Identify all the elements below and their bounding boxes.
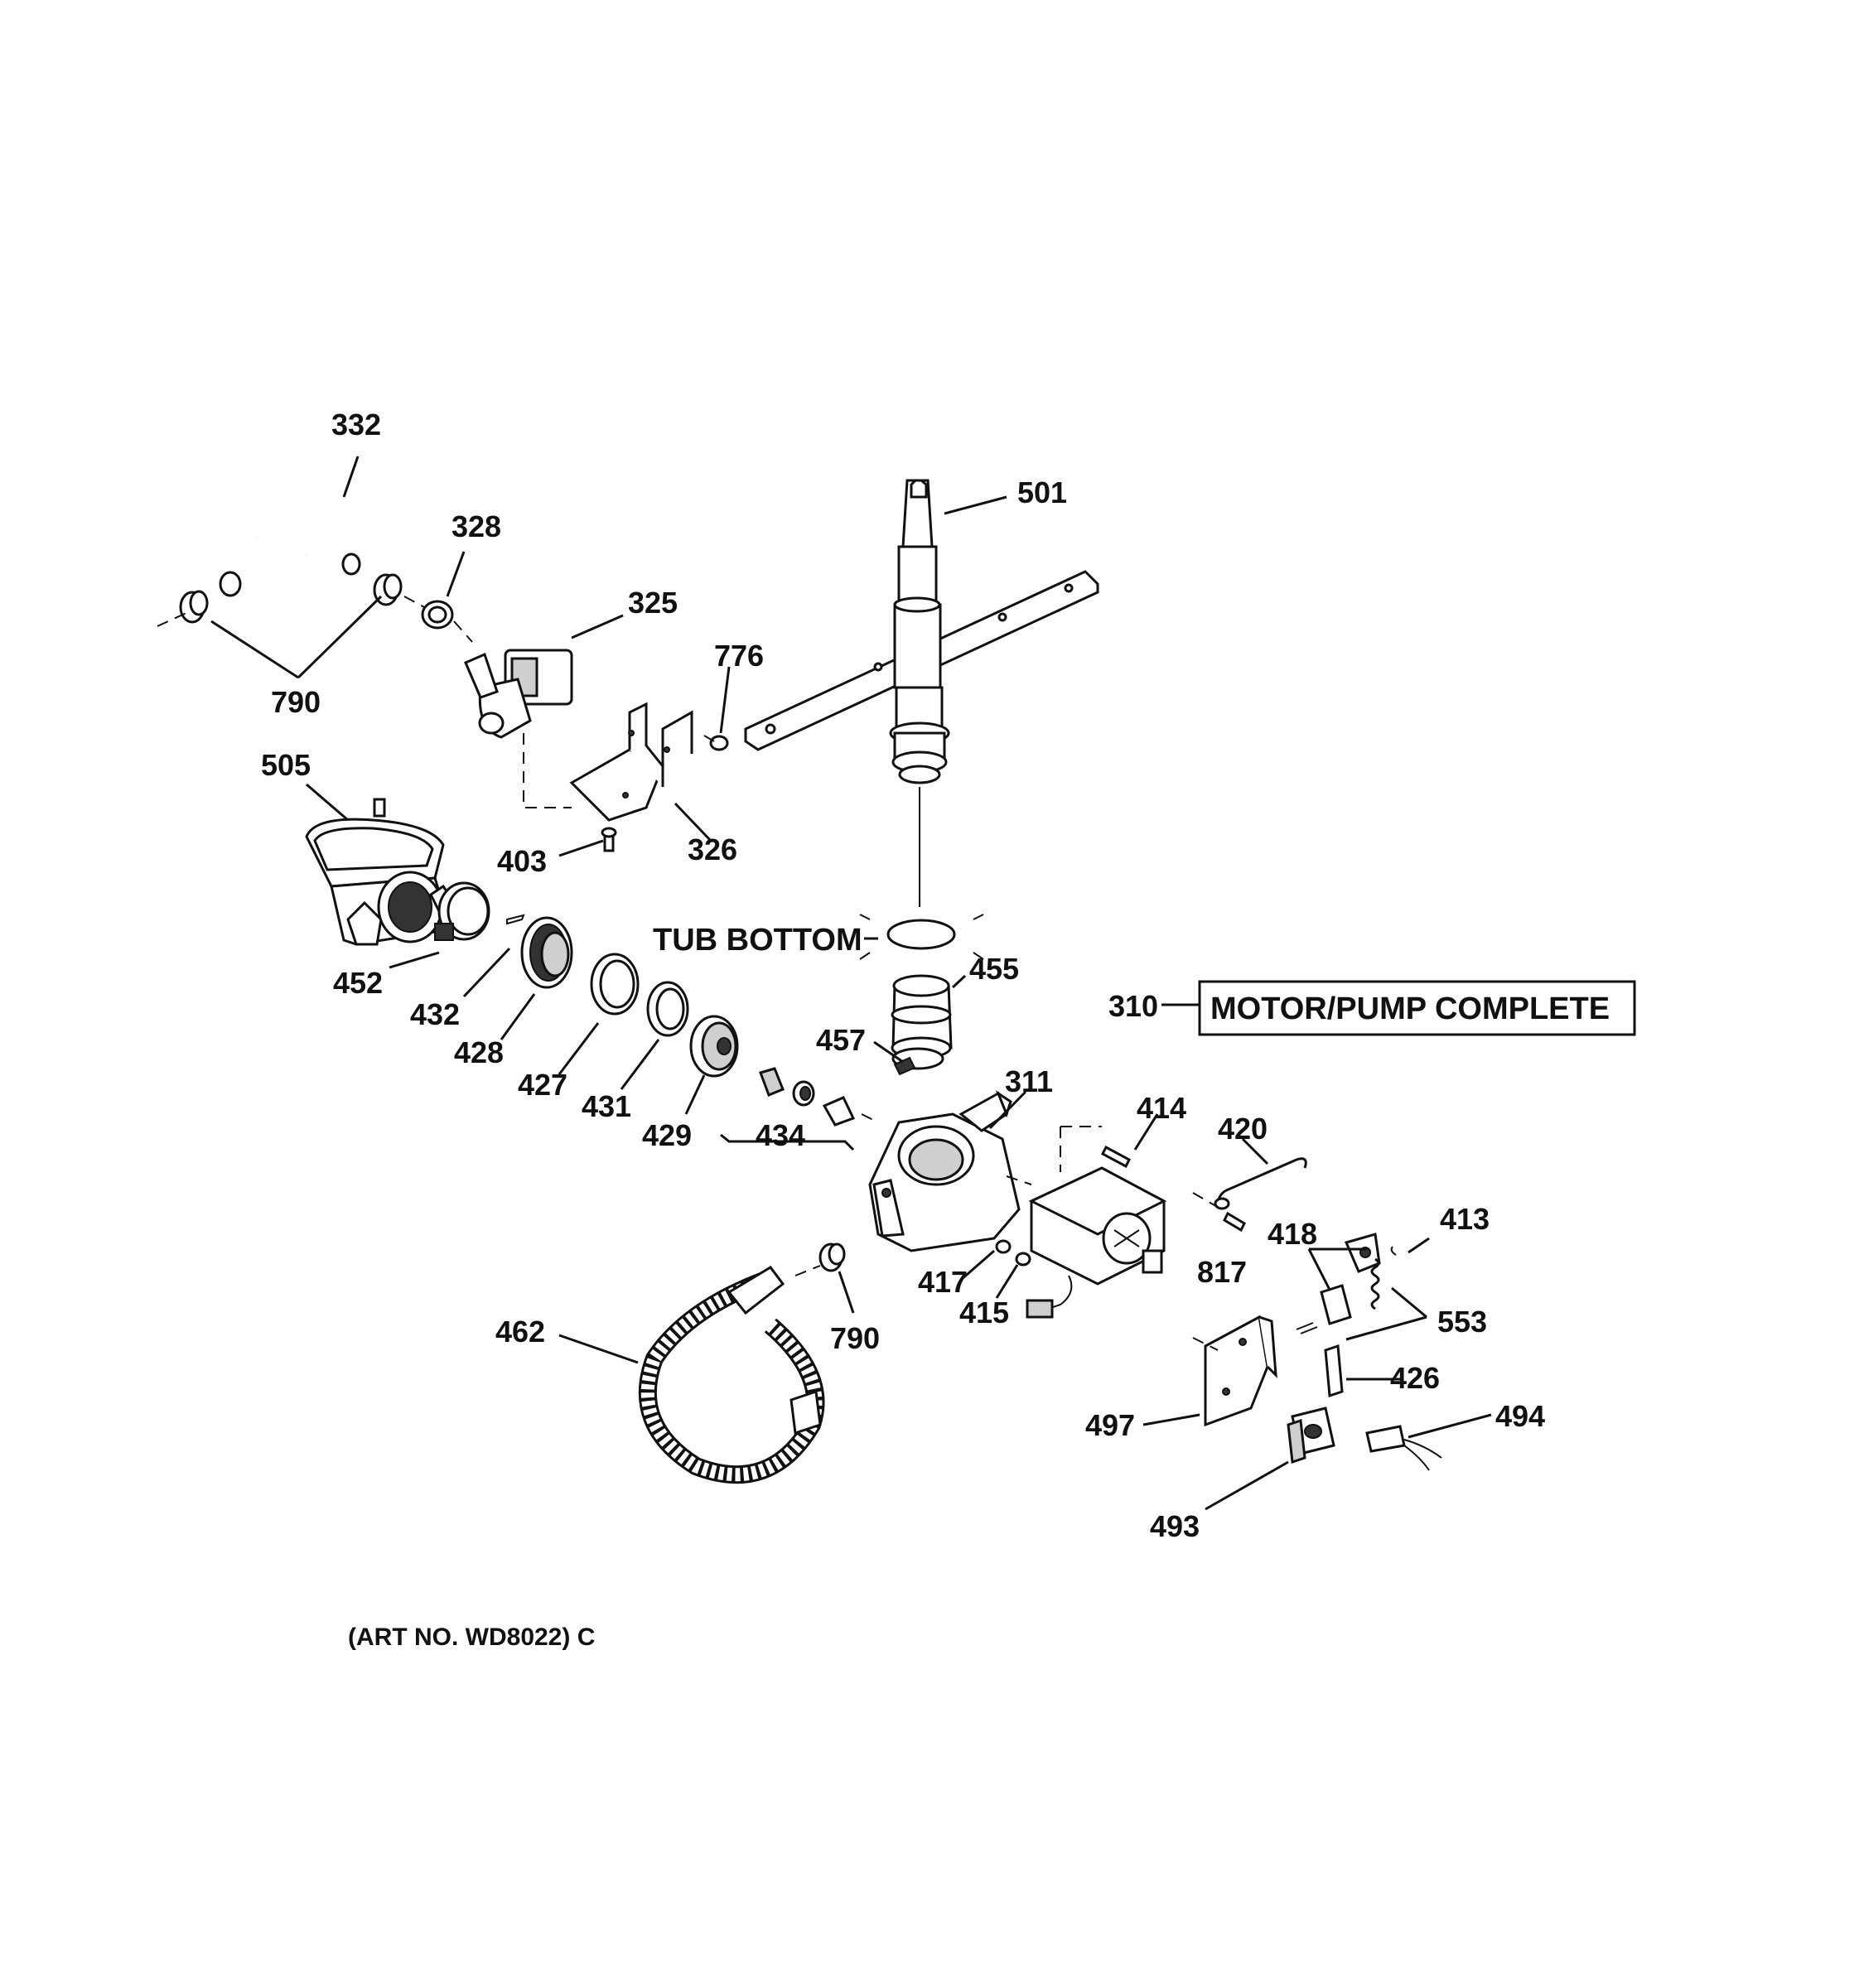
bracket-497-drawing xyxy=(1192,1315,1277,1427)
housing-505-drawing xyxy=(305,798,453,946)
hose-332-drawing xyxy=(219,473,382,597)
label-332: 332 xyxy=(331,408,381,442)
leader-lines xyxy=(210,456,1492,1511)
label-413: 413 xyxy=(1440,1202,1490,1236)
pump-311-drawing xyxy=(868,1090,1032,1252)
filter-428-drawing xyxy=(520,916,573,989)
label-457: 457 xyxy=(816,1023,866,1057)
valve-325-drawing xyxy=(464,649,573,739)
clamp-790-top-drawing xyxy=(157,573,436,627)
label-427: 427 xyxy=(518,1068,567,1102)
label-776: 776 xyxy=(714,639,764,673)
motor-drawing xyxy=(1026,1126,1167,1319)
label-328: 328 xyxy=(452,509,501,543)
label-403: 403 xyxy=(497,844,547,878)
bracket-326-drawing xyxy=(523,702,693,822)
spray-arm-501-drawing xyxy=(744,479,1099,907)
label-452: 452 xyxy=(333,966,383,1000)
label-426: 426 xyxy=(1390,1361,1440,1395)
label-311: 311 xyxy=(1005,1064,1053,1098)
label-553: 553 xyxy=(1437,1305,1487,1339)
label-494: 494 xyxy=(1495,1399,1545,1433)
parts-434-drawing xyxy=(720,1067,879,1151)
label-434: 434 xyxy=(756,1118,805,1152)
ring-431-drawing xyxy=(646,981,689,1037)
pin-426-drawing xyxy=(1324,1344,1344,1398)
label-417: 417 xyxy=(918,1265,968,1299)
label-505: 505 xyxy=(261,748,311,782)
harness-494-drawing xyxy=(1365,1425,1442,1471)
label-414: 414 xyxy=(1137,1091,1186,1125)
label-418: 418 xyxy=(1268,1217,1317,1251)
label-tub-bottom: TUB BOTTOM xyxy=(653,923,862,958)
label-429: 429 xyxy=(642,1118,692,1152)
ring-328-drawing xyxy=(421,600,473,643)
label-310: 310 xyxy=(1108,989,1158,1023)
impeller-429-drawing xyxy=(689,1015,739,1078)
label-790-top: 790 xyxy=(271,685,321,719)
motor-pump-complete-box: MOTOR/PUMP COMPLETE xyxy=(1198,980,1636,1036)
label-817: 817 xyxy=(1197,1255,1247,1289)
label-326: 326 xyxy=(688,832,737,866)
screw-776-drawing xyxy=(703,735,729,751)
label-428: 428 xyxy=(454,1035,504,1069)
hose-462-drawing xyxy=(638,1266,825,1484)
label-790-bottom: 790 xyxy=(830,1321,880,1355)
latch-418-drawing xyxy=(1296,1233,1397,1334)
rod-420-drawing xyxy=(1214,1157,1307,1210)
label-motor-pump-complete: MOTOR/PUMP COMPLETE xyxy=(1210,992,1610,1026)
label-431: 431 xyxy=(582,1089,631,1123)
label-497: 497 xyxy=(1085,1408,1135,1442)
clamp-452-drawing xyxy=(434,881,525,941)
clamp-790-bottom-drawing xyxy=(794,1242,846,1276)
label-420: 420 xyxy=(1218,1112,1268,1146)
label-501: 501 xyxy=(1017,475,1067,509)
seal-455-drawing xyxy=(859,914,984,1076)
washers-417-415-drawing xyxy=(995,1239,1031,1267)
label-455: 455 xyxy=(969,952,1019,986)
label-432: 432 xyxy=(410,997,460,1031)
label-493: 493 xyxy=(1150,1509,1200,1543)
screw-403-drawing xyxy=(601,827,617,852)
label-415: 415 xyxy=(959,1296,1009,1329)
solenoid-493-drawing xyxy=(1287,1407,1335,1464)
art-number: (ART NO. WD8022) C xyxy=(348,1624,595,1651)
ring-427-drawing xyxy=(590,953,640,1016)
label-325: 325 xyxy=(628,586,678,620)
label-462: 462 xyxy=(495,1315,545,1349)
